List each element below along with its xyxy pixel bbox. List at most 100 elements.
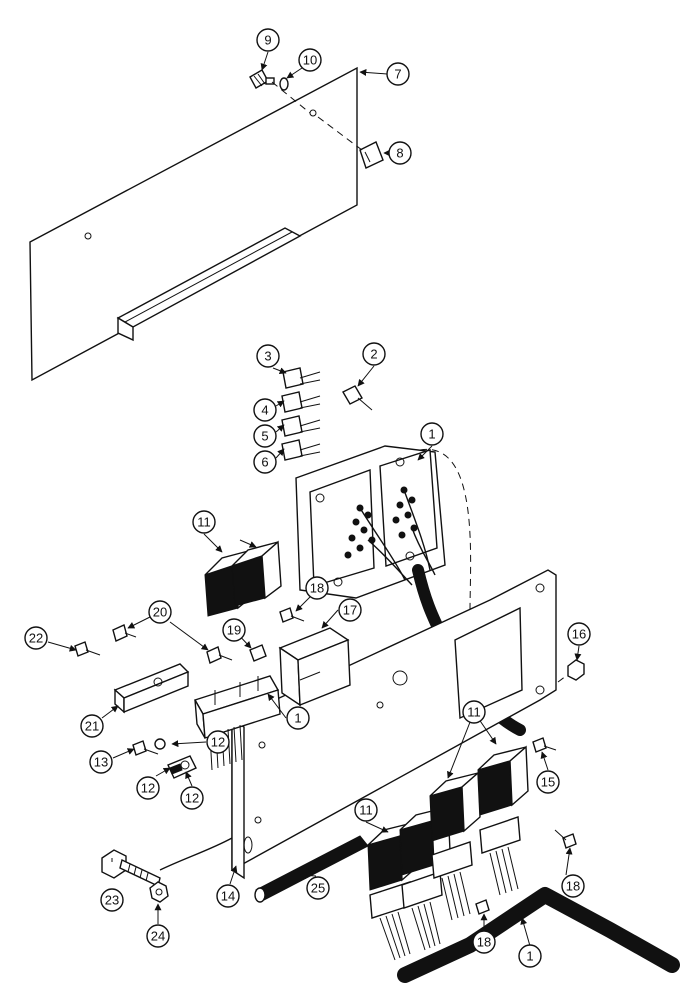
nut-16 [557, 659, 585, 683]
callout-13: 13 [89, 750, 113, 774]
breaker-stack [281, 367, 321, 461]
svg-text:6: 6 [261, 455, 268, 470]
svg-text:11: 11 [467, 705, 481, 720]
svg-text:15: 15 [541, 775, 555, 790]
svg-text:1: 1 [294, 711, 301, 726]
callout-6: 6 [253, 450, 277, 474]
svg-text:22: 22 [29, 631, 43, 646]
svg-text:17: 17 [343, 603, 357, 618]
screw-20-a [112, 624, 137, 642]
svg-text:5: 5 [261, 429, 268, 444]
screw-9 [249, 69, 275, 89]
svg-text:9: 9 [264, 33, 271, 48]
leader-holder-path [419, 449, 472, 611]
breaker-holder [295, 445, 446, 599]
svg-text:18: 18 [566, 879, 580, 894]
svg-text:18: 18 [477, 935, 491, 950]
svg-text:12: 12 [211, 735, 225, 750]
screw-15 [532, 737, 557, 753]
svg-text:8: 8 [396, 146, 403, 161]
screw-18-bottom [475, 899, 490, 915]
callout-20: 20 [148, 600, 172, 624]
lock-washer-24 [149, 881, 169, 903]
mounting-plate [231, 569, 557, 880]
svg-text:1: 1 [428, 427, 435, 442]
svg-text:11: 11 [197, 515, 211, 530]
callout-18-upper: 18 [305, 576, 329, 600]
svg-text:10: 10 [303, 53, 317, 68]
screw-20-b [206, 646, 233, 664]
callout-21: 21 [80, 714, 104, 738]
relay-left-pair [204, 540, 282, 617]
svg-text:3: 3 [264, 349, 271, 364]
svg-text:11: 11 [359, 803, 373, 818]
callout-1-top: 1 [420, 422, 444, 446]
callout-19: 19 [222, 618, 246, 642]
callout-1-bottom: 1 [518, 944, 542, 968]
callout-24: 24 [146, 924, 170, 948]
callout-11-left: 11 [192, 510, 216, 534]
svg-text:1: 1 [526, 949, 533, 964]
svg-text:18: 18 [310, 581, 324, 596]
svg-text:25: 25 [311, 881, 325, 896]
svg-text:23: 23 [105, 893, 119, 908]
svg-text:12: 12 [141, 781, 155, 796]
callout-11-lower: 11 [354, 798, 378, 822]
callout-22: 22 [24, 626, 48, 650]
svg-text:16: 16 [572, 627, 586, 642]
screw-22 [74, 641, 101, 657]
svg-text:24: 24 [151, 929, 165, 944]
callout-16: 16 [567, 622, 591, 646]
callout-3: 3 [256, 344, 280, 368]
cable-terminal-12 [154, 738, 197, 779]
callout-2: 2 [362, 342, 386, 366]
bolt-23 [101, 849, 161, 887]
svg-text:12: 12 [185, 791, 199, 806]
callout-18-bottom: 18 [472, 930, 496, 954]
callout-25: 25 [306, 876, 330, 900]
callout-18-right: 18 [561, 874, 585, 898]
screw-2 [342, 385, 373, 411]
leader-clip-path [317, 116, 363, 151]
callout-15: 15 [536, 770, 560, 794]
svg-text:7: 7 [394, 67, 401, 82]
callout-17: 17 [338, 598, 362, 622]
svg-text:19: 19 [227, 623, 241, 638]
relay-lower-3 [429, 771, 481, 842]
svg-text:2: 2 [370, 347, 377, 362]
svg-text:21: 21 [85, 719, 99, 734]
callout-11-right: 11 [462, 700, 486, 724]
ground-wire [159, 837, 233, 871]
callout-5: 5 [253, 424, 277, 448]
washer-10 [279, 77, 289, 91]
callout-14: 14 [216, 884, 240, 908]
loom-tube-25 [254, 835, 369, 903]
callout-12-c: 12 [180, 786, 204, 810]
callout-9: 9 [256, 28, 280, 52]
svg-text:14: 14 [221, 889, 235, 904]
relay-sockets-lower [369, 816, 521, 961]
svg-text:20: 20 [153, 605, 167, 620]
callout-1-mid: 1 [286, 706, 310, 730]
callout-8: 8 [388, 141, 412, 165]
screw-18-right [554, 829, 577, 849]
callout-23: 23 [100, 888, 124, 912]
grommet-19 [249, 644, 267, 662]
svg-text:4: 4 [261, 403, 268, 418]
callout-10: 10 [298, 48, 322, 72]
relay-socket-left [193, 675, 281, 771]
callout-4: 4 [253, 398, 277, 422]
main-harness [397, 887, 680, 983]
bracket-21 [113, 663, 190, 714]
callout-12-a: 12 [206, 730, 230, 754]
relay-17 [278, 627, 351, 707]
svg-text:13: 13 [94, 755, 108, 770]
harness-upper [412, 564, 446, 638]
callout-12-b: 12 [136, 776, 160, 800]
callout-7: 7 [386, 62, 410, 86]
cover-plate [29, 66, 358, 382]
leader-screw-path [271, 81, 311, 114]
clip-nut-8 [359, 141, 384, 169]
screw-13 [132, 740, 159, 756]
